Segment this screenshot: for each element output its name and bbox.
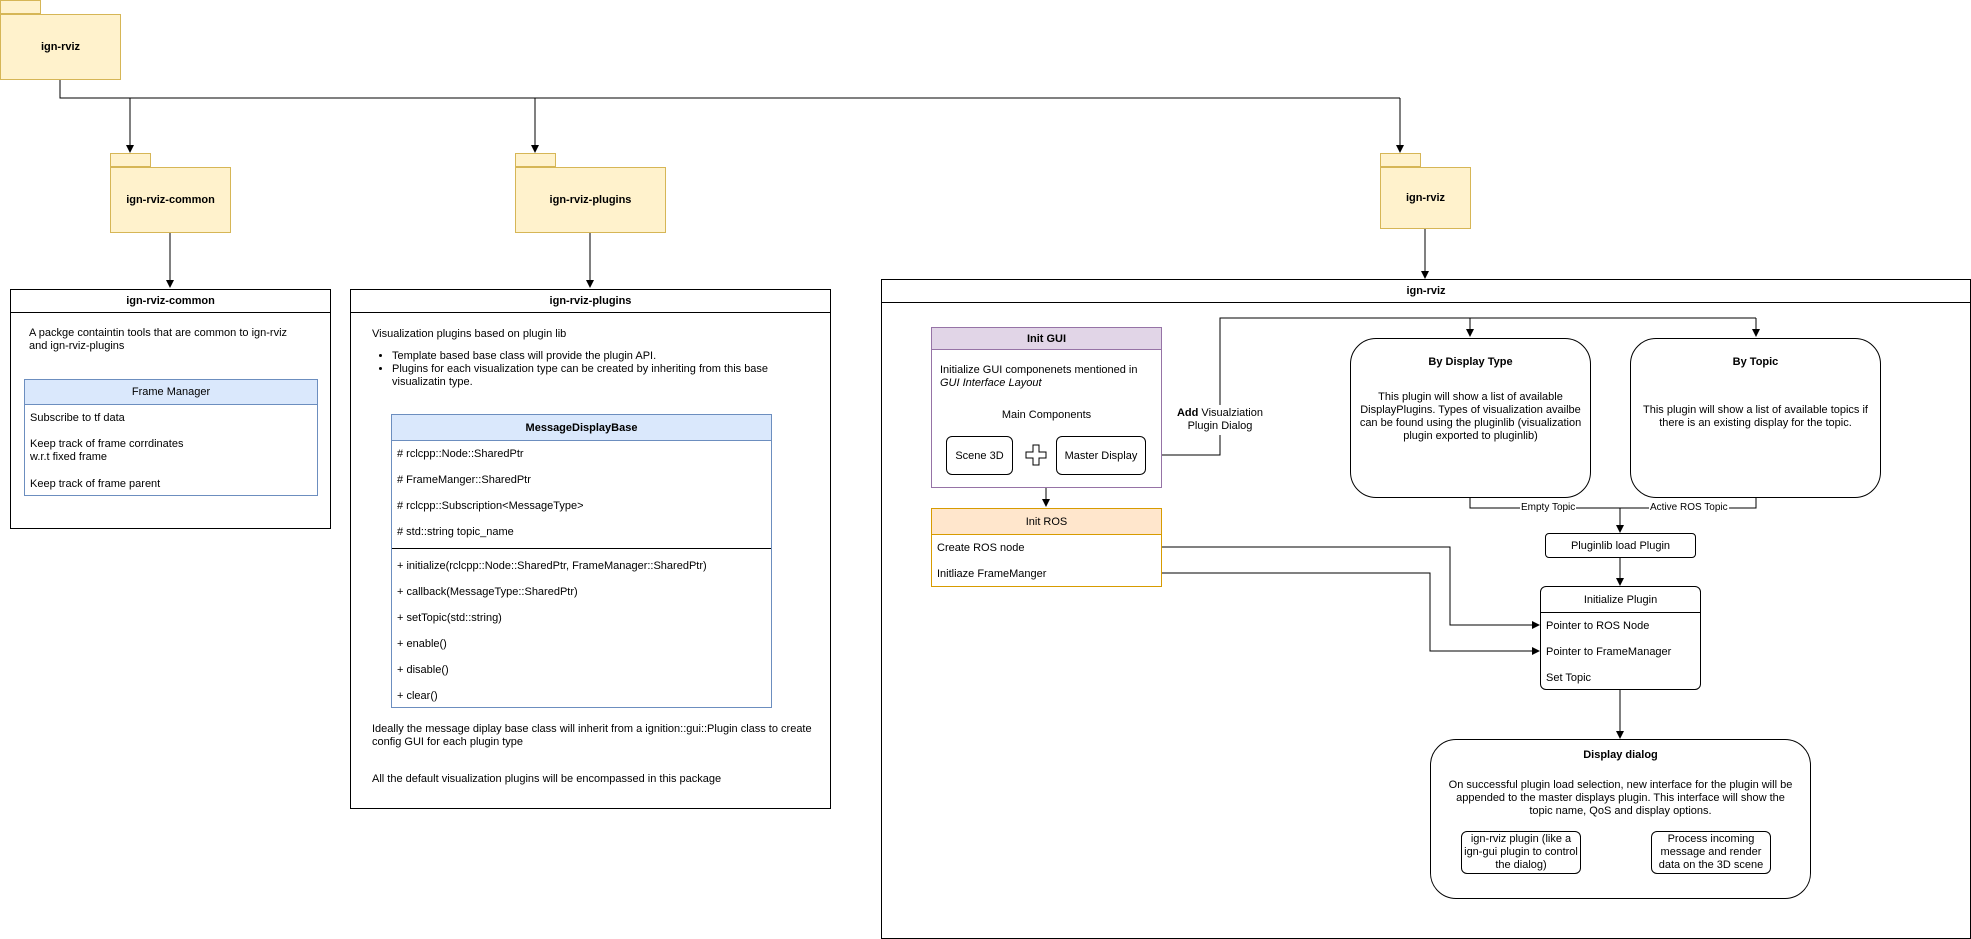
plugins-frame: ign-rviz-plugins Visualization plugins b… [350, 289, 831, 809]
message-display-base-class: MessageDisplayBase # rclcpp::Node::Share… [391, 414, 772, 708]
frame-manager-item: Keep track of frame corrdinates w.r.t fi… [30, 438, 184, 463]
init-ros-box: Init ROS Create ROS node Initliaze Frame… [931, 508, 1162, 587]
plugins-note-1: Ideally the message diplay base class wi… [372, 723, 812, 748]
package-rviz[interactable]: ign-rviz [1380, 167, 1471, 229]
package-plugins-tab [515, 153, 556, 167]
process-message-box: Process incoming message and render data… [1651, 831, 1771, 874]
common-frame-title: ign-rviz-common [11, 290, 330, 313]
init-ros-title: Init ROS [932, 509, 1161, 535]
init-gui-desc-italic: GUI Interface Layout [940, 377, 1042, 389]
class-method: + clear() [397, 690, 438, 702]
class-divider [392, 548, 771, 549]
by-topic-box[interactable]: By Topic This plugin will show a list of… [1630, 338, 1881, 498]
class-attribute: # rclcpp::Subscription<MessageType> [397, 500, 584, 512]
ign-rviz-plugin-box: ign-rviz plugin (like a ign-gui plugin t… [1461, 831, 1581, 874]
plugins-note-2: All the default visualization plugins wi… [372, 773, 722, 785]
init-gui-desc-text: Initialize GUI componenets mentioned in [940, 364, 1138, 376]
scene-3d-button[interactable]: Scene 3D [946, 436, 1013, 475]
edge-ros-node [1161, 546, 1540, 629]
by-topic-title: By Topic [1732, 356, 1779, 368]
plugins-bullets: Template based base class will provide t… [372, 350, 792, 389]
plugins-frame-title: ign-rviz-plugins [351, 290, 830, 313]
frame-manager-item: Subscribe to tf data [30, 412, 125, 424]
class-method: + initialize(rclcpp::Node::SharedPtr, Fr… [397, 560, 707, 572]
add-dialog-bold: Add [1176, 407, 1199, 419]
empty-topic-label: Empty Topic [1520, 502, 1577, 514]
pluginlib-load-box[interactable]: Pluginlib load Plugin [1545, 533, 1696, 558]
initialize-plugin-item: Set Topic [1546, 672, 1592, 684]
initialize-plugin-box: Initialize Plugin Pointer to ROS Node Po… [1540, 586, 1701, 690]
init-ros-item: Create ROS node [937, 542, 1025, 554]
plugins-description: Visualization plugins based on plugin li… [372, 328, 567, 340]
package-common-label: ign-rviz-common [126, 194, 215, 206]
class-attribute: # FrameManger::SharedPtr [397, 474, 531, 486]
package-rviz-label: ign-rviz [1405, 192, 1446, 204]
master-display-button[interactable]: Master Display [1056, 436, 1146, 475]
plus-icon [1024, 443, 1048, 467]
initialize-plugin-item: Pointer to ROS Node [1546, 620, 1650, 632]
package-plugins-label: ign-rviz-plugins [549, 194, 632, 206]
display-dialog-title: Display dialog [1583, 749, 1658, 761]
add-dialog-label: Add Visualziation Plugin Dialog [1175, 405, 1265, 435]
class-method: + enable() [397, 638, 447, 650]
add-dialog-rest: Visualziation Plugin Dialog [1187, 407, 1263, 432]
package-plugins[interactable]: ign-rviz-plugins [515, 167, 666, 233]
package-common-tab [110, 153, 151, 167]
class-title: MessageDisplayBase [392, 415, 771, 441]
top-package-label: ign-rviz [40, 41, 81, 53]
by-display-type-text: This plugin will show a list of availabl… [1359, 391, 1582, 442]
plugins-bullet: Plugins for each visualization type can … [392, 363, 792, 389]
edge-master-dialog [1146, 317, 1756, 456]
common-frame: ign-rviz-common A packge containtin tool… [10, 289, 331, 529]
package-common[interactable]: ign-rviz-common [110, 167, 231, 233]
frame-manager-item: Keep track of frame parent [30, 478, 161, 490]
main-components-label: Main Components [1001, 409, 1092, 421]
class-method: + callback(MessageType::SharedPtr) [397, 586, 578, 598]
class-attribute: # std::string topic_name [397, 526, 514, 538]
package-rviz-tab [1380, 153, 1421, 167]
top-package[interactable]: ign-rviz [0, 14, 121, 80]
class-method: + setTopic(std::string) [397, 612, 502, 624]
plugins-bullet: Template based base class will provide t… [392, 350, 792, 363]
top-package-tab [0, 0, 41, 14]
class-attribute: # rclcpp::Node::SharedPtr [397, 448, 524, 460]
by-display-type-box[interactable]: By Display Type This plugin will show a … [1350, 338, 1591, 498]
class-method: + disable() [397, 664, 449, 676]
active-topic-label: Active ROS Topic [1649, 502, 1729, 514]
edge-frame-manager [1161, 572, 1540, 655]
rviz-frame-title: ign-rviz [882, 280, 1970, 303]
frame-manager-box: Frame Manager Subscribe to tf data Keep … [24, 379, 318, 496]
common-description: A packge containtin tools that are commo… [29, 327, 288, 352]
edge-top-bus [59, 80, 1400, 99]
initialize-plugin-item: Pointer to FrameManager [1546, 646, 1672, 658]
frame-manager-title: Frame Manager [25, 380, 317, 405]
initialize-plugin-title: Initialize Plugin [1541, 587, 1700, 613]
by-display-type-title: By Display Type [1428, 356, 1513, 368]
display-dialog-text: On successful plugin load selection, new… [1448, 779, 1793, 817]
by-topic-text: This plugin will show a list of availabl… [1643, 404, 1868, 429]
init-gui-title: Init GUI [932, 328, 1161, 350]
init-ros-item: Initliaze FrameManger [937, 568, 1047, 580]
display-dialog-box[interactable]: Display dialog On successful plugin load… [1430, 739, 1811, 899]
init-gui-description: Initialize GUI componenets mentioned in … [940, 364, 1140, 390]
